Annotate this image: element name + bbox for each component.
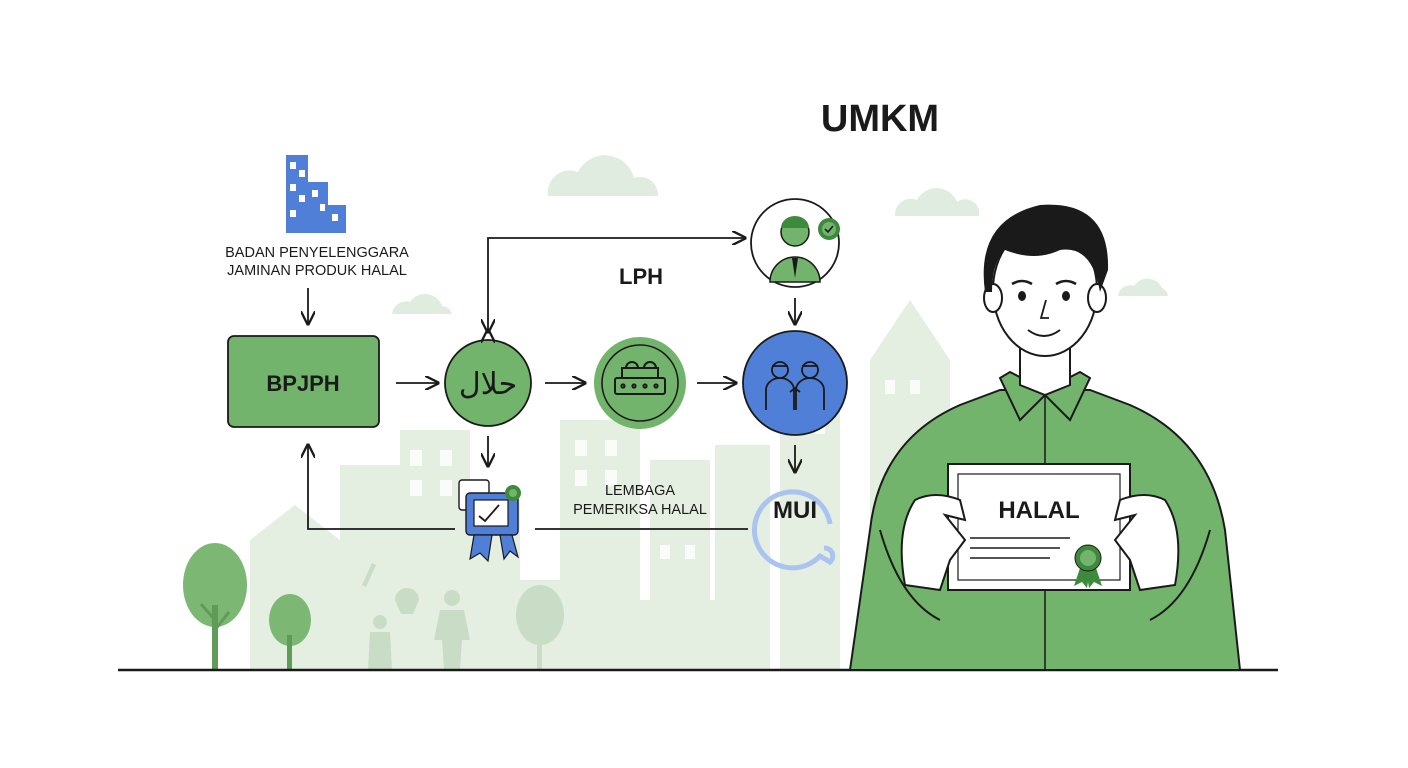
auditor-team-node: [742, 330, 848, 436]
cloud-icon: [392, 155, 1168, 314]
bpjph-box: [227, 335, 380, 428]
team-icon: [765, 361, 825, 410]
arrow-halal-to-lph: [487, 238, 745, 330]
badge-icon: [818, 218, 840, 240]
building-icon: [286, 155, 346, 233]
hands: [900, 494, 1180, 592]
background-people: [362, 563, 470, 670]
arrow-certificate-to-bpjph: [308, 445, 455, 530]
diagram-title: UMKM: [821, 98, 939, 140]
lph-caption-line1: LEMBAGA: [605, 483, 675, 499]
arm-right: [1149, 529, 1211, 621]
agency-label-line1: BADAN PENYELENGGARA: [225, 245, 409, 261]
mui-node: [751, 489, 836, 571]
flow-arrows: [308, 238, 795, 530]
background-cityscape: [250, 300, 950, 670]
certificate-title: HALAL: [998, 497, 1079, 524]
lph-label: LPH: [619, 264, 663, 289]
factory-node: [594, 337, 686, 429]
lph-inspector-node: [750, 198, 840, 288]
mui-label: MUI: [773, 497, 817, 524]
halal-arabic-label: حلال: [459, 367, 517, 402]
inspector-icon: [769, 216, 821, 283]
lph-caption-line2: PEMERIKSA HALAL: [573, 502, 707, 518]
certificate-icon: [458, 479, 521, 563]
factory-icon: [614, 361, 666, 395]
badge-icon: [1074, 544, 1102, 588]
tree-icon: [183, 543, 564, 670]
arm-left: [879, 529, 941, 621]
agency-label-line2: JAMINAN PRODUK HALAL: [227, 263, 407, 279]
bpjph-label: BPJPH: [266, 371, 339, 396]
halal-certificate: [947, 463, 1131, 591]
